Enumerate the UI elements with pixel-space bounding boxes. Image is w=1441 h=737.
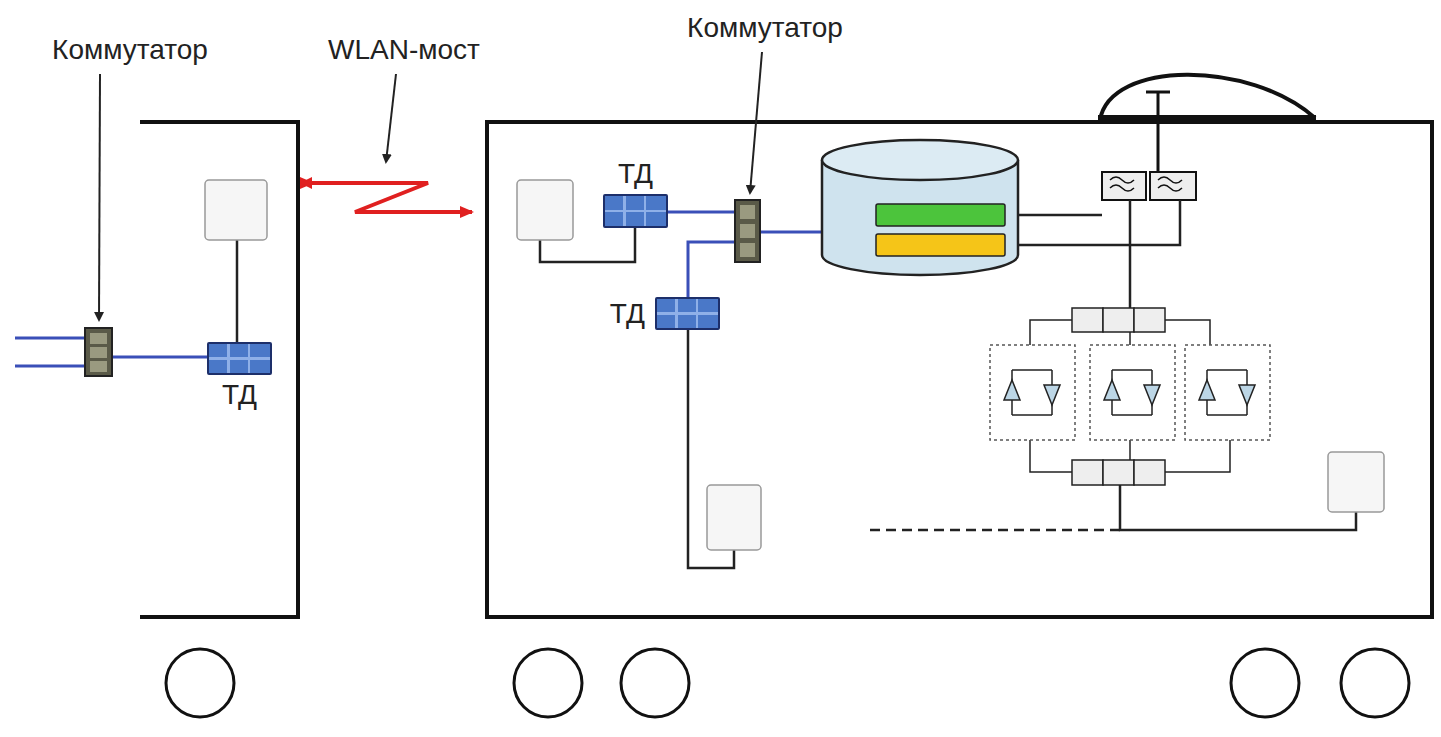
amplifier-bank: [990, 308, 1270, 485]
car-outline: [140, 122, 1432, 617]
wires: [237, 200, 1356, 568]
ethernet-lines: [15, 212, 822, 366]
td-box: [207, 342, 272, 375]
antenna: [1098, 75, 1316, 172]
leader-arrow: [99, 52, 762, 320]
filter-pair: [1102, 172, 1196, 200]
access-point-controller: ТД: [655, 297, 720, 330]
node-label: ТД: [618, 160, 653, 188]
access-point: [205, 180, 1384, 550]
access-point-controller: ТД: [603, 194, 668, 228]
node-label: ТД: [610, 300, 645, 328]
wheels: [166, 649, 1409, 717]
callout-label: Коммутатор: [687, 14, 843, 42]
td-box: [603, 194, 668, 228]
wlan-arrowhead: [300, 177, 312, 189]
td-box: [655, 297, 720, 330]
wlan-bridge: [312, 183, 472, 212]
node-label: ТД: [222, 381, 257, 409]
callout-label: WLAN-мост: [328, 36, 480, 64]
callout-label: Коммутатор: [52, 36, 208, 64]
server: [822, 140, 1018, 275]
access-point-controller: ТД: [207, 342, 272, 375]
